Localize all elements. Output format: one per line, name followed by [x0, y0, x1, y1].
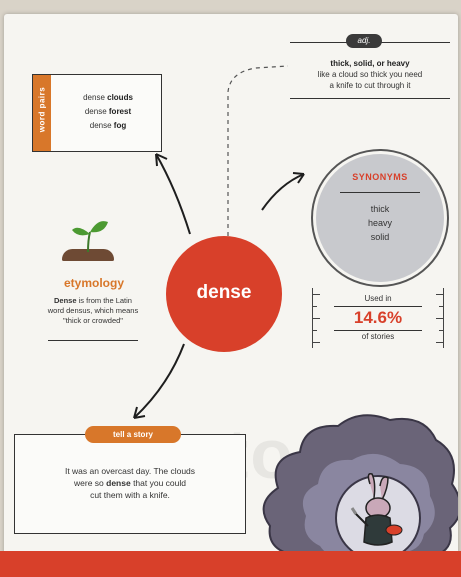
rabbit-knight-illustration	[350, 472, 403, 546]
word-pairs-list: dense clouds dense forest dense fog	[63, 91, 153, 133]
worksheet-page: bigto word pairs dense clouds dense fore…	[4, 14, 458, 569]
synonyms-rule	[340, 192, 420, 193]
arrow-to-synonyms-icon	[261, 173, 305, 211]
usage-percentage: 14.6%	[353, 308, 403, 327]
sprout-icon	[72, 221, 108, 253]
usage-unit: of stories	[361, 332, 395, 341]
word-pairs-tab: word pairs	[33, 75, 51, 151]
arrow-to-word-pairs-icon	[155, 153, 191, 235]
usage-stat: Used in 14.6% of stories	[312, 286, 444, 352]
synonym-item: solid	[370, 232, 390, 242]
definition-bottom-rule	[290, 98, 450, 99]
word-pairs-label: word pairs	[37, 86, 47, 133]
word-pair-item: dense clouds	[83, 93, 133, 102]
connector-arrows	[133, 65, 458, 569]
synonyms-circle: SYNONYMS thick heavy solid	[316, 154, 444, 282]
soil-mound	[62, 249, 114, 261]
word-pairs-card: word pairs dense clouds dense forest den…	[32, 74, 162, 152]
story-text: It was an overcast day. The clouds were …	[64, 466, 196, 500]
part-of-speech-badge: adj.	[346, 34, 382, 48]
etymology-title: etymology	[63, 276, 124, 290]
word-pair-item: dense forest	[84, 107, 132, 116]
definition-text: thick, solid, or heavy like a cloud so t…	[317, 59, 423, 90]
focus-word-circle: dense	[166, 236, 282, 352]
synonym-item: thick	[370, 204, 390, 214]
etymology-text: Dense is from the Latin word densus, whi…	[47, 296, 139, 325]
synonyms-title: SYNONYMS	[352, 172, 408, 182]
word-pair-item: dense fog	[89, 121, 127, 130]
usage-label: Used in	[364, 294, 392, 303]
etymology-rule	[48, 340, 138, 341]
footer-strip	[0, 551, 461, 577]
arrow-to-story-icon	[133, 343, 185, 419]
focus-word: dense	[196, 282, 252, 303]
story-card: tell a story It was an overcast day. The…	[14, 426, 246, 534]
dashed-connector-icon	[227, 65, 289, 236]
story-badge: tell a story	[85, 426, 181, 443]
synonym-item: heavy	[367, 218, 393, 228]
